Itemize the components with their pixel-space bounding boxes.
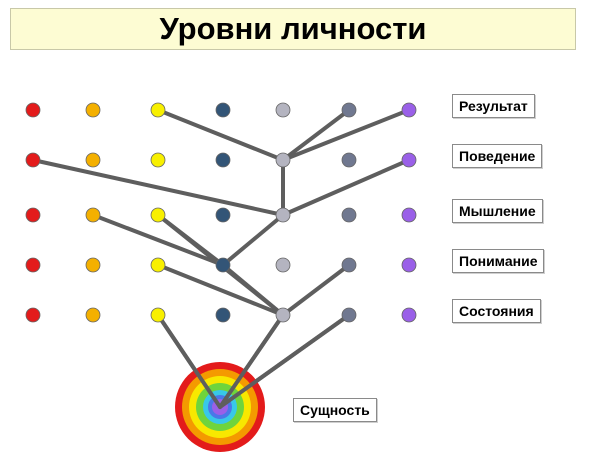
level-dot bbox=[341, 257, 357, 273]
level-label-thinking: Мышление bbox=[452, 199, 543, 223]
level-dot bbox=[85, 207, 101, 223]
level-dot bbox=[150, 207, 166, 223]
level-dot bbox=[25, 102, 41, 118]
level-dot bbox=[401, 102, 417, 118]
connection-line bbox=[156, 263, 285, 317]
level-dot bbox=[341, 307, 357, 323]
level-dot bbox=[341, 102, 357, 118]
connection-line bbox=[281, 108, 351, 162]
essence-label: Сущность bbox=[293, 398, 377, 422]
level-dot bbox=[275, 257, 291, 273]
level-dot bbox=[275, 102, 291, 118]
level-dot bbox=[150, 257, 166, 273]
connection-line bbox=[31, 158, 285, 217]
level-dot bbox=[275, 152, 291, 168]
level-dot bbox=[25, 307, 41, 323]
connection-line bbox=[281, 108, 411, 162]
level-dot bbox=[25, 152, 41, 168]
level-dot bbox=[215, 102, 231, 118]
page-title: Уровни личности bbox=[10, 8, 576, 50]
connection-line bbox=[91, 213, 225, 267]
level-dot bbox=[85, 257, 101, 273]
connection-line bbox=[218, 313, 285, 409]
level-dot bbox=[25, 207, 41, 223]
level-dot bbox=[150, 152, 166, 168]
level-dot bbox=[275, 307, 291, 323]
level-dot bbox=[401, 152, 417, 168]
level-label-result: Результат bbox=[452, 94, 535, 118]
connection-line bbox=[221, 213, 285, 267]
level-dot bbox=[85, 152, 101, 168]
level-dot bbox=[215, 307, 231, 323]
level-dot bbox=[215, 257, 231, 273]
level-dot bbox=[215, 152, 231, 168]
level-dot bbox=[215, 207, 231, 223]
level-dot bbox=[25, 257, 41, 273]
level-label-understanding: Понимание bbox=[452, 249, 545, 273]
level-label-states: Состояния bbox=[452, 299, 541, 323]
level-dot bbox=[341, 152, 357, 168]
connection-line bbox=[281, 263, 351, 317]
connection-line bbox=[218, 313, 351, 409]
level-dot bbox=[85, 102, 101, 118]
level-dot bbox=[401, 207, 417, 223]
connection-line bbox=[156, 313, 222, 409]
level-dot bbox=[341, 207, 357, 223]
level-label-behavior: Поведение bbox=[452, 144, 543, 168]
connection-line bbox=[156, 108, 285, 162]
level-dot bbox=[85, 307, 101, 323]
level-dot bbox=[401, 307, 417, 323]
connection-line bbox=[281, 158, 411, 217]
level-dot bbox=[150, 307, 166, 323]
level-dot bbox=[401, 257, 417, 273]
level-dot bbox=[275, 207, 291, 223]
level-dot bbox=[150, 102, 166, 118]
